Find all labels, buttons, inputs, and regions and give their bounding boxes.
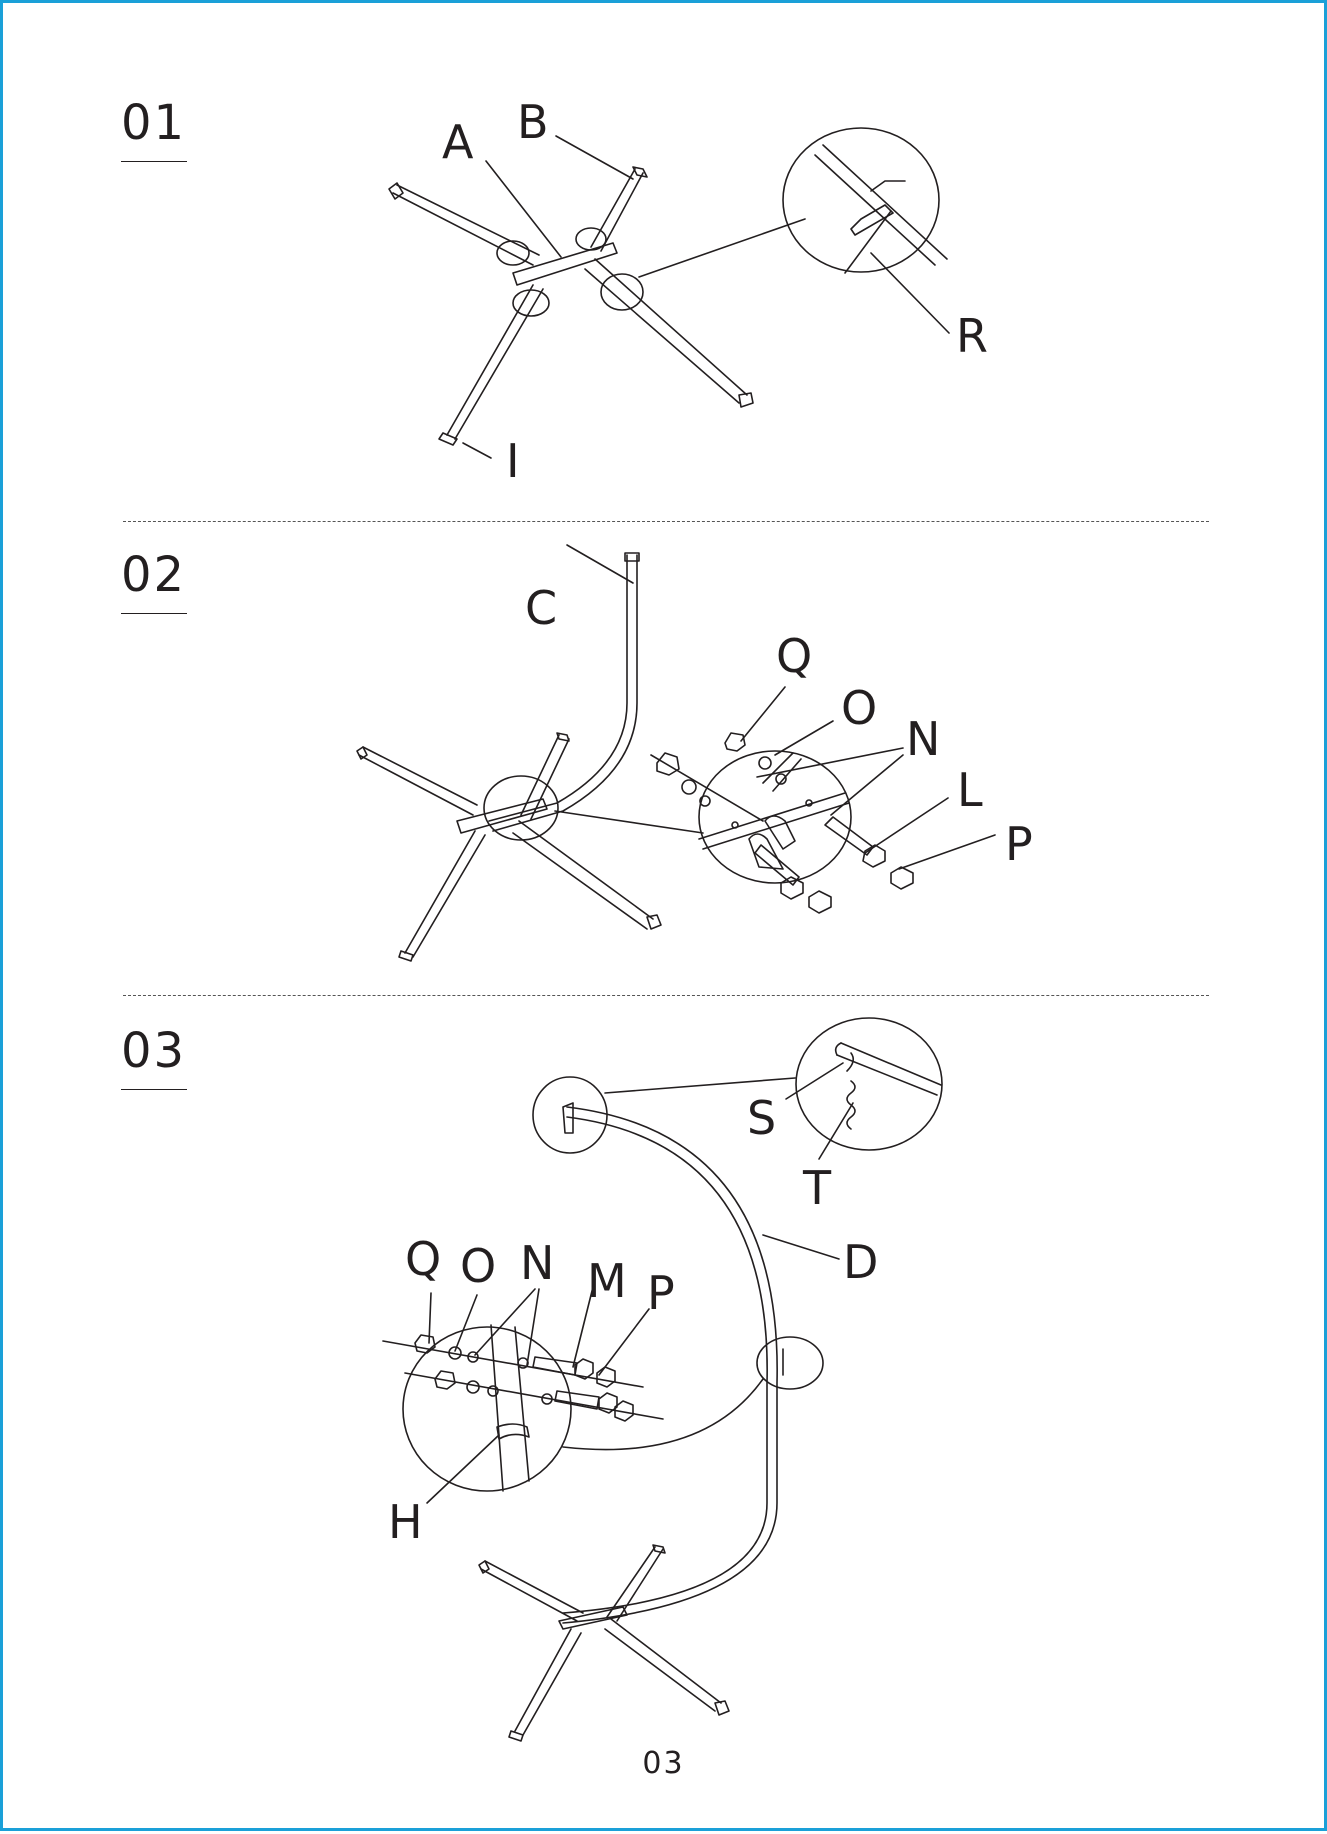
step-01-base-drawing — [389, 128, 949, 458]
part-label-o: O — [460, 1243, 496, 1289]
page-number: 03 — [3, 1746, 1324, 1781]
part-label-m: M — [587, 1258, 627, 1304]
assembly-illustration — [3, 3, 1327, 1834]
part-label-r: R — [956, 313, 988, 359]
part-label-c: C — [525, 585, 557, 631]
part-label-i: I — [506, 438, 520, 484]
step-03-frame-drawing — [383, 1018, 942, 1741]
part-label-s: S — [747, 1095, 776, 1141]
part-label-l: L — [957, 767, 983, 813]
part-label-p: P — [647, 1270, 675, 1316]
part-label-b: B — [517, 99, 549, 145]
part-label-t: T — [803, 1165, 831, 1211]
part-label-d: D — [843, 1239, 878, 1285]
part-label-q: Q — [405, 1236, 441, 1282]
part-label-n: N — [520, 1240, 554, 1286]
part-label-q: Q — [776, 633, 812, 679]
part-label-p: P — [1005, 821, 1033, 867]
part-label-a: A — [442, 119, 473, 165]
part-label-h: H — [388, 1499, 423, 1545]
step-02-column-drawing — [357, 545, 995, 961]
part-label-n: N — [906, 716, 940, 762]
part-label-o: O — [841, 685, 877, 731]
